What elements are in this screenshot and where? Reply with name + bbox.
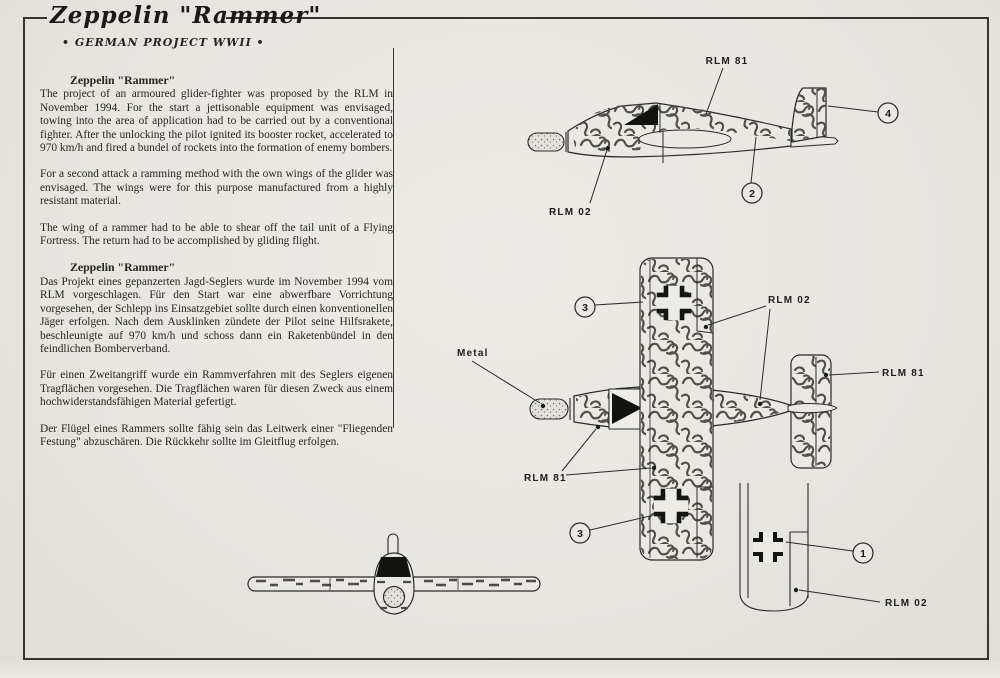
top-wing-camouflage — [641, 259, 712, 559]
english-section: Zeppelin "Rammer" The project of an armo… — [40, 73, 393, 248]
english-paragraph-1: The project of an armoured glider-fighte… — [40, 88, 393, 155]
side-canopy — [624, 104, 658, 125]
underside-detail: 1 RLM 02 — [739, 483, 928, 612]
side-leader-rlm02 — [589, 149, 608, 204]
english-heading: Zeppelin "Rammer" — [70, 73, 176, 87]
english-paragraph-3: The wing of a rammer had to be able to s… — [40, 221, 393, 248]
german-heading: Zeppelin "Rammer" — [70, 260, 176, 275]
front-canopy — [376, 557, 411, 577]
side-view: RLM 81 RLM 02 2 4 — [527, 56, 899, 218]
callout-3-lower: 3 — [569, 515, 651, 544]
callout-4-number: 4 — [885, 108, 891, 120]
front-wing-camouflage-dashes — [256, 578, 536, 587]
top-dot-rlm02-wing — [703, 324, 709, 330]
page-subtitle: • GERMAN PROJECT WWII • — [62, 36, 265, 49]
callout-3-upper-number: 3 — [582, 302, 588, 314]
callout-3-lower-leader — [589, 515, 651, 531]
top-canopy — [612, 393, 642, 424]
callout-3-lower-number: 3 — [577, 528, 583, 540]
top-label-rlm02: RLM 02 — [768, 295, 811, 306]
side-fin-camouflage — [792, 88, 826, 142]
frame-top-border — [226, 17, 988, 19]
underside-cross — [753, 532, 783, 562]
underside-paint-boundary — [789, 531, 808, 606]
page-title: Zeppelin "Rammer" — [50, 2, 322, 29]
callout-3-upper-circle — [574, 296, 596, 318]
underside-wingtip-curve — [739, 594, 809, 612]
top-fin-edge — [787, 403, 838, 414]
side-wing-root-fairing — [638, 129, 732, 149]
top-label-rlm81-left: RLM 81 — [524, 473, 567, 484]
top-aileron-lines — [696, 258, 714, 558]
side-label-rlm02: RLM 02 — [549, 207, 592, 218]
top-dot-metal — [540, 403, 546, 409]
callout-1-number: 1 — [860, 548, 866, 560]
top-leaders-rlm81-left — [561, 428, 652, 476]
callout-4: 4 — [827, 102, 899, 124]
top-nose-cap — [529, 398, 569, 420]
callout-1-circle — [852, 542, 874, 564]
callout-3-upper-leader — [594, 301, 644, 306]
callout-4-leader — [827, 105, 879, 113]
top-leaders-rlm02 — [707, 305, 771, 401]
underside-wing-edges — [739, 483, 809, 598]
top-dot-rlm02-fuselage — [757, 401, 763, 407]
side-dot-rlm02 — [606, 146, 610, 150]
top-dot-rlm81-wing — [651, 465, 657, 471]
top-label-rlm81-right: RLM 81 — [882, 368, 925, 379]
callout-2-leader — [750, 136, 757, 184]
side-fuselage-camouflage — [572, 104, 790, 152]
side-label-rlm81: RLM 81 — [706, 56, 749, 67]
callout-2-circle — [741, 182, 763, 204]
frame-left-border — [23, 17, 25, 660]
front-fin — [387, 533, 399, 557]
callout-3-lower-circle — [569, 522, 591, 544]
top-leader-metal — [471, 360, 541, 404]
underside-dot-rlm02 — [793, 587, 799, 593]
english-paragraph-2: For a second attack a ramming method wit… — [40, 168, 393, 208]
top-label-metal: Metal — [457, 348, 489, 359]
frame-bottom-border — [23, 658, 989, 660]
german-section: Zeppelin "Rammer" Das Projekt eines gepa… — [40, 261, 393, 449]
front-fuselage-camouflage-dashes — [377, 580, 411, 610]
top-leader-rlm81-right — [828, 371, 880, 376]
callout-2: 2 — [741, 136, 763, 204]
scan-margin — [0, 661, 1000, 678]
top-view: 3 RLM 02 Metal RLM 81 RLM 81 3 — [457, 257, 925, 561]
callout-1-leader — [785, 541, 854, 552]
side-nose-cap — [527, 132, 565, 152]
underside-label-rlm02: RLM 02 — [885, 598, 928, 609]
callout-3-upper: 3 — [574, 296, 644, 318]
frame-title-dash — [25, 17, 47, 19]
side-leader-rlm81 — [705, 67, 724, 115]
german-paragraph-1: Das Projekt eines gepanzerten Jagd-Segle… — [40, 275, 393, 355]
callout-2-number: 2 — [749, 188, 755, 200]
top-dot-rlm81-right — [823, 372, 829, 378]
front-flap-ticks — [329, 578, 459, 590]
callout-4-circle — [877, 102, 899, 124]
front-nose-intake — [382, 585, 406, 609]
top-dot-rlm81-fuselage — [595, 424, 601, 430]
column-divider — [393, 48, 394, 428]
frame-right-border — [987, 17, 989, 660]
text-column: Zeppelin "Rammer" The project of an armo… — [40, 73, 393, 462]
callout-1: 1 — [785, 541, 874, 564]
front-view — [247, 533, 541, 615]
underside-leader-rlm02 — [798, 589, 881, 603]
german-paragraph-2: Für einen Zweitangriff wurde ein Rammver… — [40, 369, 393, 409]
german-paragraph-3: Der Flügel eines Rammers sollte fähig se… — [40, 422, 393, 448]
